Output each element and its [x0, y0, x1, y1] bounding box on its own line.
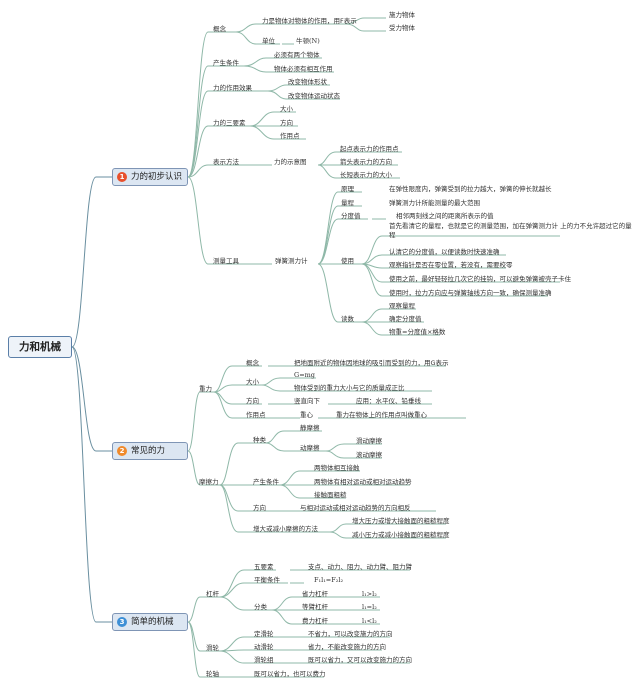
- node-pulley[interactable]: 滑轮: [206, 644, 219, 652]
- node-element-direction[interactable]: 方向: [280, 119, 293, 127]
- node-spring-scale[interactable]: 弹簧测力计: [275, 257, 308, 265]
- branch-label-3: 简单的机械: [131, 617, 174, 627]
- node-range-label[interactable]: 量程: [341, 199, 354, 207]
- node-exerting-object[interactable]: 施力物体: [389, 11, 415, 19]
- node-force-saving-rule[interactable]: l₁>l₂: [362, 590, 377, 598]
- node-reading-3[interactable]: 物重=分度值×格数: [389, 328, 446, 336]
- node-center-of-gravity-desc[interactable]: 重力在物体上的作用点叫做重心: [336, 411, 427, 419]
- node-measuring-tool[interactable]: 测量工具: [213, 257, 239, 265]
- node-reading-label[interactable]: 读数: [341, 315, 354, 323]
- node-pulley-block[interactable]: 滑轮组: [254, 656, 274, 664]
- node-lever-classes[interactable]: 分类: [254, 603, 267, 611]
- node-receiving-object[interactable]: 受力物体: [389, 24, 415, 32]
- node-wheel-axle[interactable]: 轮轴: [206, 670, 219, 678]
- node-friction[interactable]: 摩擦力: [199, 478, 219, 486]
- node-condition-1[interactable]: 必须有两个物体: [274, 51, 320, 59]
- node-unit-value[interactable]: 牛顿(N): [296, 37, 320, 45]
- node-condition-2[interactable]: 物体必须有相互作用: [274, 65, 333, 73]
- node-range[interactable]: 弹簧测力计所能测量的最大范围: [389, 199, 480, 207]
- node-usage-1[interactable]: 首先看清它的量程，也就是它的测量范围，加在弹簧测力计 上的力不允许超过它的量程: [389, 222, 632, 239]
- node-rep-3[interactable]: 长短表示力的大小: [340, 171, 392, 179]
- node-distance-saving-lever[interactable]: 费力杠杆: [302, 617, 328, 625]
- node-reading-1[interactable]: 观察量程: [389, 302, 415, 310]
- node-fixed-pulley-desc[interactable]: 不省力，可以改变施力的方向: [308, 630, 393, 638]
- node-fixed-pulley[interactable]: 定滑轮: [254, 630, 274, 638]
- node-gravity-concept-label[interactable]: 概念: [246, 359, 259, 367]
- node-representation[interactable]: 表示方法: [213, 158, 239, 166]
- node-division[interactable]: 相邻两刻线之间的距离所表示的值: [396, 212, 494, 220]
- node-gravity-formula[interactable]: G=mg: [294, 371, 315, 379]
- node-usage-3[interactable]: 观察指针是否在零位置，若没有，需要校零: [389, 261, 513, 269]
- node-gravity-direction[interactable]: 竖直向下: [294, 397, 320, 405]
- node-equal-arm-rule[interactable]: l₁=l₂: [362, 603, 377, 611]
- node-distance-saving-rule[interactable]: l₁<l₂: [362, 617, 377, 625]
- node-friction-cond-2[interactable]: 两物体有相对运动或相对运动趋势: [314, 478, 412, 486]
- node-rolling-friction[interactable]: 滚动摩擦: [356, 451, 382, 459]
- node-sliding-friction[interactable]: 滑动摩擦: [356, 437, 382, 445]
- branch-label-2: 常见的力: [131, 446, 166, 456]
- node-wheel-axle-desc[interactable]: 既可以省力，也可以费力: [254, 670, 326, 678]
- branch-common-forces[interactable]: 2 常见的力: [112, 442, 188, 460]
- node-concept-text[interactable]: 力是物体对物体的作用，用F表示: [262, 17, 357, 25]
- node-friction-cond-3[interactable]: 接触面粗糙: [314, 491, 347, 499]
- node-movable-pulley-desc[interactable]: 省力，不能改变施力的方向: [308, 643, 386, 651]
- node-equal-arm-lever[interactable]: 等臂杠杆: [302, 603, 328, 611]
- node-effect-1[interactable]: 改变物体形状: [288, 78, 327, 86]
- node-usage-5[interactable]: 使用时，拉力方向应与弹簧轴线方向一致，确保测量准确: [389, 289, 552, 297]
- node-friction-direction[interactable]: 与相对运动或相对运动趋势的方向相反: [300, 504, 411, 512]
- node-pulley-block-desc[interactable]: 既可以省力，又可以改变施力的方向: [308, 656, 412, 664]
- node-increase-friction[interactable]: 增大压力或增大接触面的粗糙程度: [352, 517, 450, 525]
- node-element-point[interactable]: 作用点: [280, 132, 300, 140]
- node-force-diagram[interactable]: 力的示意图: [274, 158, 307, 166]
- node-friction-direction-label[interactable]: 方向: [253, 504, 266, 512]
- node-balance-label[interactable]: 平衡条件: [254, 576, 280, 584]
- node-gravity-application[interactable]: 应用：水平仪、铅垂线: [356, 397, 421, 405]
- branch-label-1: 力的初步认识: [131, 172, 183, 182]
- node-rep-2[interactable]: 箭头表示力的方向: [340, 158, 392, 166]
- node-effect-2[interactable]: 改变物体运动状态: [288, 92, 340, 100]
- node-gravity-concept[interactable]: 把地面附近的物体因地球的吸引而受到的力，用G表示: [294, 359, 449, 367]
- node-gravity-size-label[interactable]: 大小: [246, 378, 259, 386]
- node-static-friction[interactable]: 静摩擦: [300, 424, 320, 432]
- badge-2: 2: [117, 446, 127, 456]
- node-friction-methods[interactable]: 增大或减小摩擦的方法: [253, 525, 318, 533]
- node-center-of-gravity[interactable]: 重心: [300, 411, 313, 419]
- node-conditions[interactable]: 产生条件: [213, 59, 239, 67]
- root-node[interactable]: 力和机械: [8, 336, 72, 358]
- node-gravity-proportional[interactable]: 物体受到的重力大小与它的质量成正比: [294, 384, 405, 392]
- node-principle-label[interactable]: 原理: [341, 185, 354, 193]
- node-reading-2[interactable]: 确定分度值: [389, 315, 422, 323]
- node-decrease-friction[interactable]: 减小压力或减小接触面的粗糙程度: [352, 531, 450, 539]
- node-lever[interactable]: 杠杆: [206, 590, 219, 598]
- branch-simple-machines[interactable]: 3 简单的机械: [112, 613, 188, 631]
- node-effects[interactable]: 力的作用效果: [213, 84, 252, 92]
- node-principle[interactable]: 在弹性限度内，弹簧受到的拉力越大，弹簧的伸长就越长: [389, 185, 552, 193]
- node-division-label[interactable]: 分度值: [341, 212, 361, 220]
- node-five-elements-label[interactable]: 五要素: [254, 563, 274, 571]
- node-unit-label[interactable]: 单位: [262, 37, 275, 45]
- badge-3: 3: [117, 617, 127, 627]
- node-gravity[interactable]: 重力: [199, 385, 212, 393]
- node-gravity-point-label[interactable]: 作用点: [246, 411, 266, 419]
- badge-1: 1: [117, 172, 127, 182]
- node-dynamic-friction[interactable]: 动摩擦: [300, 444, 320, 452]
- root-title: 力和机械: [19, 341, 61, 353]
- node-friction-types[interactable]: 种类: [253, 436, 266, 444]
- node-three-elements[interactable]: 力的三要素: [213, 119, 246, 127]
- node-element-size[interactable]: 大小: [280, 105, 293, 113]
- node-movable-pulley[interactable]: 动滑轮: [254, 643, 274, 651]
- node-friction-cond-1[interactable]: 两物体相互接触: [314, 464, 360, 472]
- node-usage-4[interactable]: 使用之前，最好轻轻拉几次它的挂钩，可以避免弹簧被壳子卡住: [389, 275, 571, 283]
- branch-force-basics[interactable]: 1 力的初步认识: [112, 168, 188, 186]
- node-rep-1[interactable]: 起点表示力的作用点: [340, 145, 399, 153]
- node-friction-conditions[interactable]: 产生条件: [253, 478, 279, 486]
- node-force-saving-lever[interactable]: 省力杠杆: [302, 590, 328, 598]
- node-concept[interactable]: 概念: [213, 25, 226, 33]
- node-usage-2[interactable]: 认清它的分度值，以便读数时快速准确: [389, 248, 500, 256]
- node-usage-label[interactable]: 使用: [341, 257, 354, 265]
- node-gravity-direction-label[interactable]: 方向: [246, 397, 259, 405]
- node-balance[interactable]: F₁l₁=F₂l₂: [314, 576, 344, 584]
- node-five-elements[interactable]: 支点、动力、阻力、动力臂、阻力臂: [308, 563, 412, 571]
